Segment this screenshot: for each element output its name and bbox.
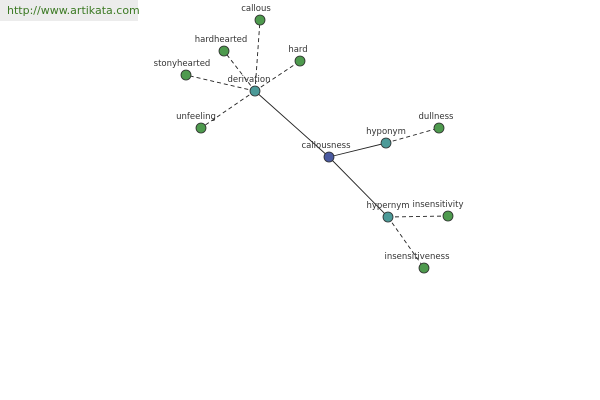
node-label-unfeeling: unfeeling [176,112,216,122]
edge-hypernym-insensitiveness [387,216,425,269]
node-label-insensitiveness: insensitiveness [384,252,450,262]
edge-callousness-derivation [254,90,330,158]
edge-hypernym-insensitivity [387,215,449,218]
node-insensitivity[interactable] [442,210,454,222]
node-unfeeling[interactable] [195,122,207,134]
edge-callousness-hypernym [328,156,389,218]
node-layer [180,14,454,274]
edge-derivation-unfeeling [200,90,256,129]
node-label-callous: callous [241,4,271,14]
node-label-stonyhearted: stonyhearted [154,59,211,69]
node-hardhearted[interactable] [218,45,230,57]
node-derivation[interactable] [249,85,261,97]
node-label-hardhearted: hardhearted [195,35,248,45]
label-layer: callousness derivation hyponym hypernym call… [154,4,464,262]
edge-derivation-hardhearted [223,50,256,92]
node-label-hard: hard [288,45,307,55]
node-label-derivation: derivation [227,75,270,85]
node-label-hypernym: hypernym [366,201,409,211]
node-hyponym[interactable] [380,137,392,149]
node-label-callousness: callousness [301,141,351,151]
node-callousness[interactable] [323,151,335,163]
node-hypernym[interactable] [382,211,394,223]
edge-hyponym-dullness [385,127,440,144]
edge-derivation-stonyhearted [185,74,256,92]
node-hard[interactable] [294,55,306,67]
site-url[interactable]: http://www.artikata.com [0,0,140,21]
node-dullness[interactable] [433,122,445,134]
node-label-insensitivity: insensitivity [412,200,463,210]
node-label-hyponym: hyponym [366,127,406,137]
edge-derivation-callous [254,19,261,92]
edge-derivation-hard [254,60,301,92]
node-insensitiveness[interactable] [418,262,430,274]
edge-layer [185,19,449,269]
node-callous[interactable] [254,14,266,26]
node-stonyhearted[interactable] [180,69,192,81]
edge-callousness-hyponym [328,142,387,158]
node-label-dullness: dullness [419,112,455,122]
